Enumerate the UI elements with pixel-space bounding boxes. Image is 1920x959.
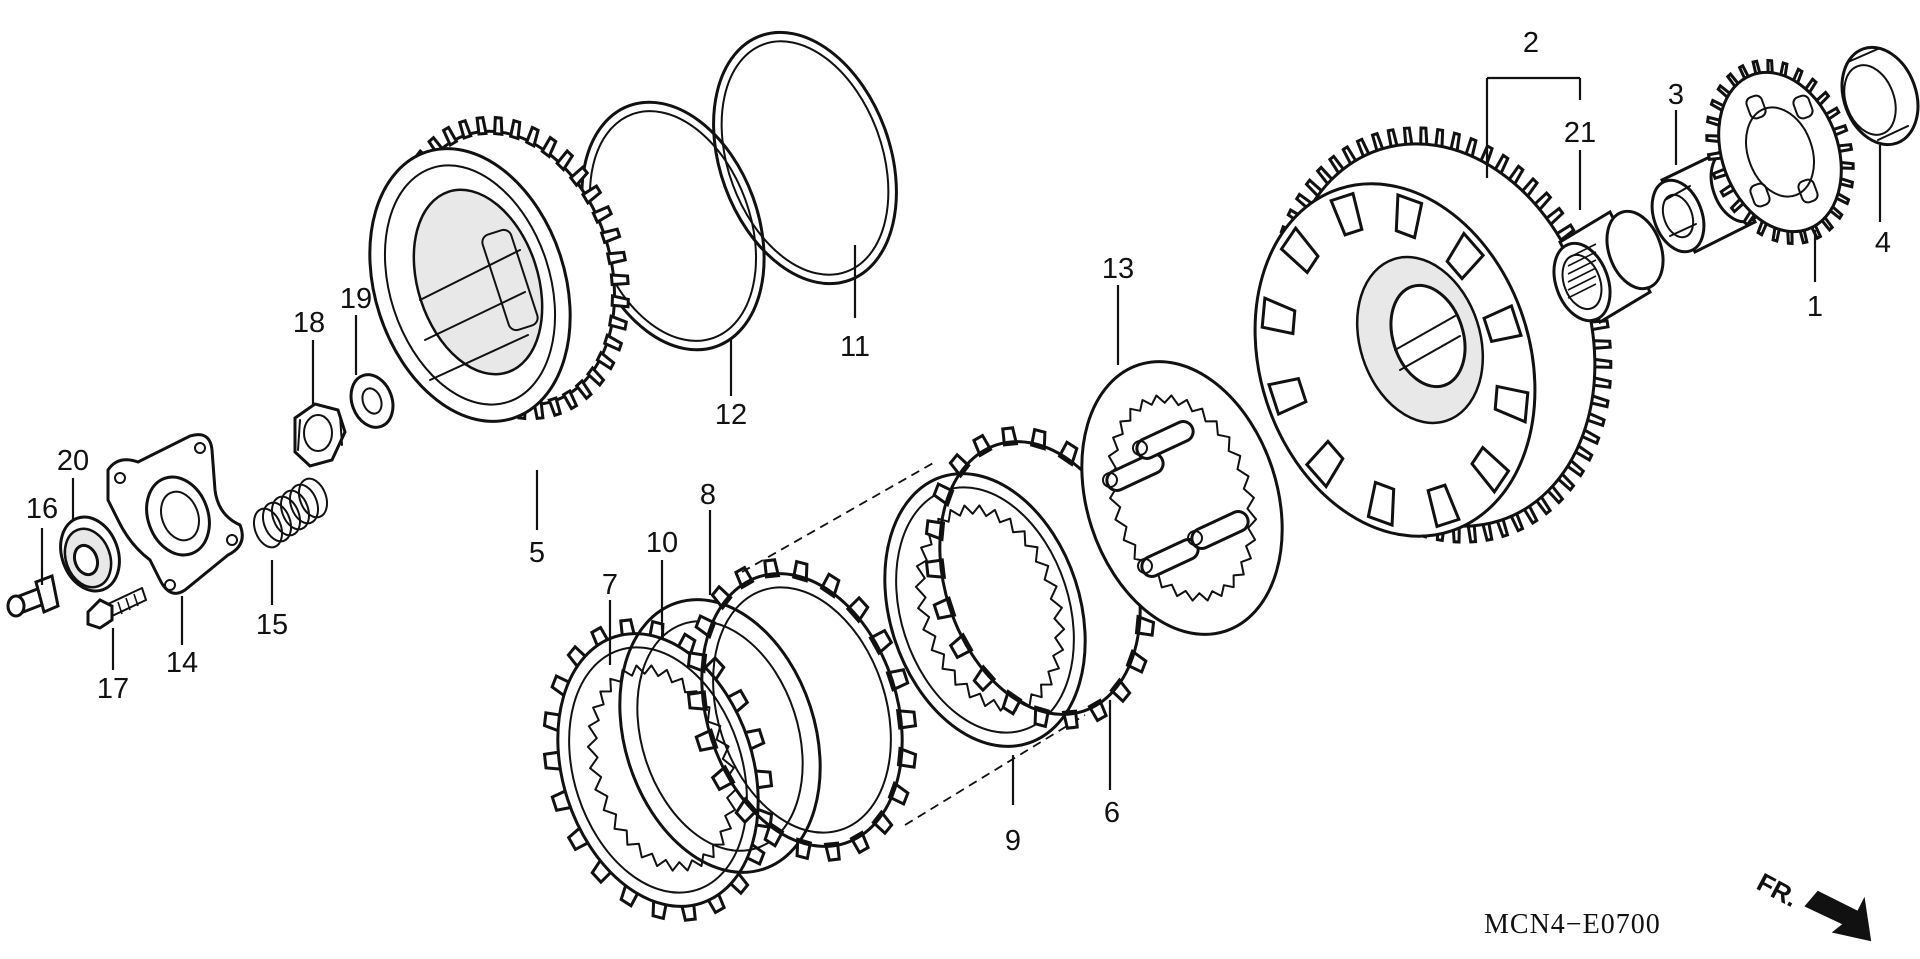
part-16-lifter-piece	[6, 573, 60, 618]
part-7-friction-disc	[542, 618, 774, 922]
part-14-lifter-plate	[106, 433, 244, 595]
callout-16: 16	[26, 493, 58, 525]
callout-19: 19	[340, 283, 372, 315]
callout-12: 12	[715, 399, 747, 431]
part-21-needle-bearing	[1552, 209, 1665, 325]
direction-label: FR.	[1752, 867, 1803, 913]
part-2-clutch-outer	[1253, 126, 1613, 544]
part-4-thrust-washer	[1840, 45, 1920, 147]
part-10-plate	[618, 598, 822, 874]
leader-lines	[40, 76, 1882, 805]
callout-13: 13	[1102, 253, 1134, 285]
part-20-bearing	[59, 515, 121, 593]
callout-7: 7	[602, 569, 618, 601]
part-13-pressure-plate	[1080, 360, 1284, 636]
callout-17: 17	[97, 673, 129, 705]
callout-5: 5	[529, 537, 545, 569]
callout-9: 9	[1005, 825, 1021, 857]
callout-8: 8	[700, 479, 716, 511]
part-1-gear	[1705, 58, 1855, 246]
callout-10: 10	[646, 527, 678, 559]
callout-21: 21	[1564, 117, 1596, 149]
part-19-washer	[349, 373, 395, 429]
part-5-clutch-center	[368, 115, 630, 423]
part-18-nut	[293, 402, 347, 468]
part-15-spring	[252, 477, 329, 549]
part-17-bolt	[86, 587, 147, 630]
part-8-friction-disc	[686, 558, 918, 862]
front-direction-marker: FR.	[1752, 867, 1872, 942]
callout-15: 15	[256, 609, 288, 641]
callout-14: 14	[166, 647, 198, 679]
part-11-ring	[712, 30, 898, 286]
callout-11: 11	[840, 331, 870, 363]
callout-18: 18	[293, 307, 325, 339]
phantom-lines	[741, 461, 1086, 826]
callout-2: 2	[1523, 27, 1539, 59]
callout-4: 4	[1875, 227, 1891, 259]
callouts: 1 2 3 4 5 6 7 8 9 10 11 12 13 14 15 16 1…	[26, 27, 1891, 857]
arrow-right-down-icon	[1804, 890, 1872, 942]
callout-3: 3	[1668, 79, 1684, 111]
diagram-code: MCN4−E0700	[1484, 909, 1661, 940]
part-9-plate	[883, 472, 1087, 748]
callout-6: 6	[1104, 797, 1120, 829]
callout-20: 20	[57, 445, 89, 477]
callout-1: 1	[1807, 291, 1823, 323]
